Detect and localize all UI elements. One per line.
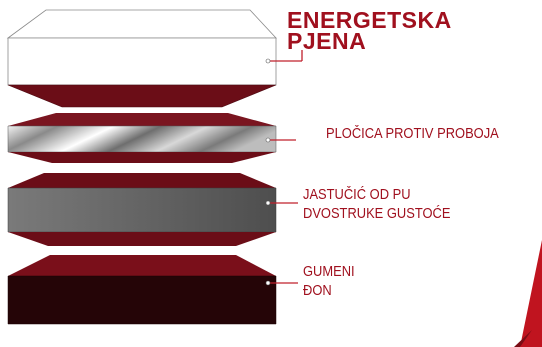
pad-top-face — [8, 173, 276, 188]
plate-bottom-face — [8, 152, 276, 163]
rubber-sole-label: GUMENI ĐON — [303, 263, 355, 299]
puncture-plate-label: PLOČICA PROTIV PROBOJA — [326, 125, 499, 142]
plate-front-face — [7, 125, 277, 153]
energy-foam-label: ENERGETSKA PJENA — [287, 7, 452, 54]
connector-dot — [265, 200, 271, 206]
connector-pad — [265, 200, 298, 206]
decorative-red-slash-shadow — [514, 330, 532, 347]
sole-front-face — [7, 275, 277, 325]
connector-dot — [265, 58, 271, 64]
pad-layer — [7, 173, 277, 246]
connector-foam — [265, 50, 303, 64]
pad-bottom-face — [8, 232, 276, 246]
sole-layer — [7, 255, 277, 325]
foam-top-face — [6, 9, 277, 39]
connector-sole — [265, 280, 298, 286]
sole-top-face — [8, 255, 276, 276]
plate-layer — [7, 113, 277, 163]
foam-front-face — [7, 37, 277, 86]
pad-front-face — [7, 187, 277, 233]
decorative-red-slash — [520, 240, 542, 347]
pu-pad-label: JASTUČIĆ OD PU DVOSTRUKE GUSTOĆE — [303, 186, 451, 222]
foam-bottom-face — [7, 84, 277, 108]
connector-dot — [265, 137, 271, 143]
connector-plate — [265, 137, 296, 143]
foam-layer — [6, 9, 277, 108]
connector-dot — [265, 280, 271, 286]
plate-top-face — [8, 113, 276, 126]
